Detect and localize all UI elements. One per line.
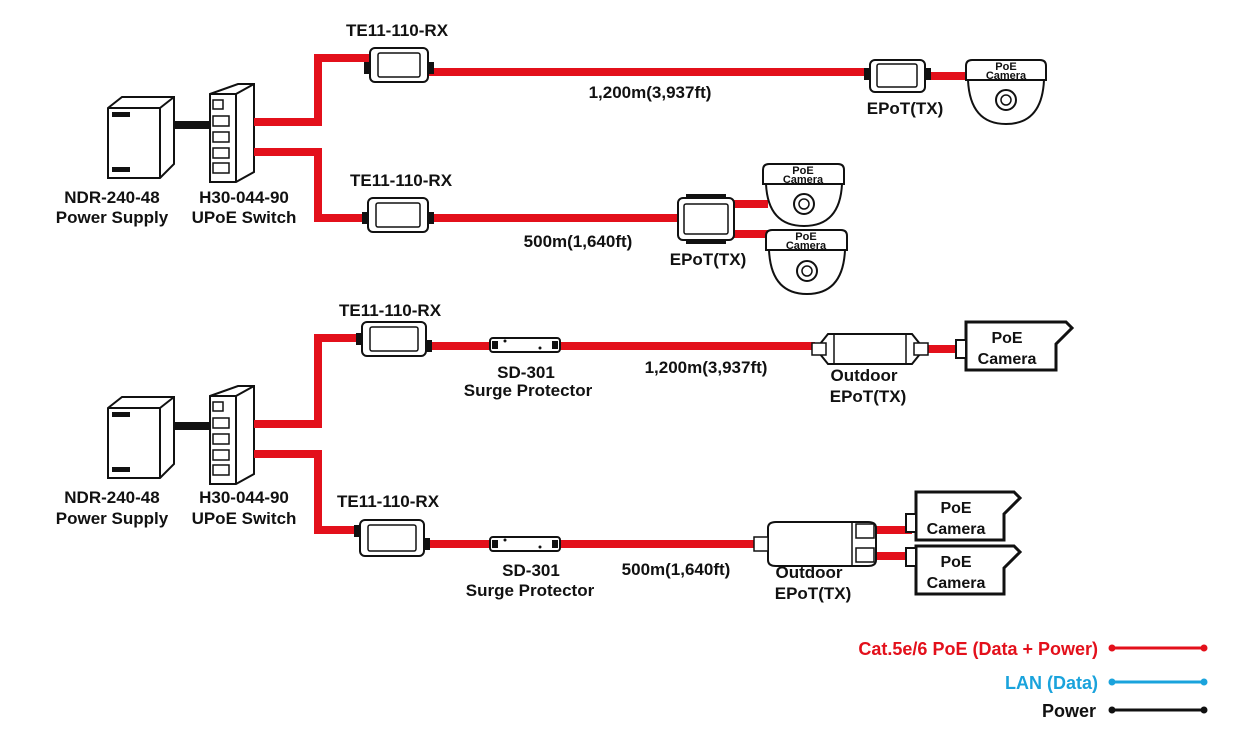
legend: Cat.5e/6 PoE (Data + Power) LAN (Data) P… [858, 639, 1208, 721]
upper-link1-rx-icon [364, 47, 434, 83]
upper-link2-camera-b-line1: PoE [795, 231, 816, 243]
lower-link1-distance: 1,200m(3,937ft) [645, 358, 768, 377]
lower-link1-surge-desc: Surge Protector [464, 381, 593, 400]
upper-link2-rx-icon [362, 197, 434, 233]
lower-link2-camera-a-line2: Camera [927, 521, 986, 538]
upper-link2-dome-camera-b-icon: PoE Camera [765, 229, 848, 296]
lower-link1-rx-label: TE11-110-RX [339, 301, 442, 320]
lower-power-cable [168, 422, 210, 430]
lower-link2-tx-line1: Outdoor [775, 563, 842, 582]
lower-link1-box-camera-icon: PoE Camera [955, 320, 1075, 372]
lower-link1-tx-line1: Outdoor [830, 366, 897, 385]
upper-link2-camera-a-line1: PoE [792, 165, 813, 177]
upper-link1-dome-camera-icon: PoE Camera [965, 59, 1047, 126]
upper-link1-camera-line2: Camera [986, 70, 1027, 82]
legend-lan-label: LAN (Data) [1005, 673, 1098, 693]
lower-link1-outdoor-tx-icon [811, 333, 929, 365]
upper-link2-camera-b-line2: Camera [786, 240, 827, 252]
upper-link1-tx-icon [864, 59, 931, 93]
lower-link2-surge-desc: Surge Protector [466, 581, 595, 600]
upper-link2-cable-a [254, 148, 368, 222]
upper-link1-rx-label: TE11-110-RX [346, 21, 449, 40]
lower-link1-camera-line1: PoE [991, 330, 1022, 347]
upper-link2-tx-icon [677, 194, 735, 244]
lower-link2-box-camera-a-icon: PoE Camera [905, 490, 1023, 542]
legend-poe-dot-right [1200, 644, 1208, 652]
lower-link1-tx-line2: EPoT(TX) [830, 387, 907, 406]
upper-switch-icon [209, 83, 255, 183]
lower-link2-cable-a [254, 450, 360, 534]
upper-ps-desc: Power Supply [56, 208, 169, 227]
upper-link2-rx-label: TE11-110-RX [350, 171, 453, 190]
legend-poe-dot-left [1108, 644, 1116, 652]
upper-link1-tx-label: EPoT(TX) [867, 99, 944, 118]
upper-switch-name: H30-044-90 [199, 188, 289, 207]
lower-power-supply-icon [107, 396, 175, 479]
lower-link1-surge-name: SD-301 [497, 363, 555, 382]
upper-link1-cable-a [254, 54, 370, 126]
upper-ps-name: NDR-240-48 [64, 188, 159, 207]
lower-link1-cable-a [254, 334, 362, 428]
upper-link2-tx-label: EPoT(TX) [670, 250, 747, 269]
lower-link2-rx-icon [354, 519, 430, 557]
upper-link2-camera-a-line2: Camera [783, 174, 824, 186]
legend-power-dot-right [1200, 706, 1208, 714]
lower-link2-camera-a-line1: PoE [940, 500, 971, 517]
upper-power-supply-icon [107, 96, 175, 179]
lower-ps-name: NDR-240-48 [64, 488, 159, 507]
lower-link2-tx-line2: EPoT(TX) [775, 584, 852, 603]
lower-link1-camera-line2: Camera [978, 351, 1037, 368]
upper-link2-dome-camera-a-icon: PoE Camera [762, 163, 845, 228]
upper-switch-desc: UPoE Switch [192, 208, 297, 227]
lower-link2-camera-b-line2: Camera [927, 575, 986, 592]
lower-link2-rx-label: TE11-110-RX [337, 492, 440, 511]
lower-link2-surge-protector-icon [489, 536, 561, 552]
lower-ps-desc: Power Supply [56, 509, 169, 528]
upper-link1-distance: 1,200m(3,937ft) [589, 83, 712, 102]
lower-link2-surge-name: SD-301 [502, 561, 560, 580]
lower-link1-rx-icon [356, 321, 432, 357]
lower-switch-icon [209, 385, 255, 485]
legend-power-dot-left [1108, 706, 1116, 714]
lower-link2-box-camera-b-icon: PoE Camera [905, 544, 1023, 596]
legend-lan-dot-right [1200, 678, 1208, 686]
lower-link2-distance: 500m(1,640ft) [622, 560, 731, 579]
upper-link2-distance: 500m(1,640ft) [524, 232, 633, 251]
lower-section: NDR-240-48 Power Supply H30-044-90 UPoE … [56, 301, 1075, 603]
lower-link1-surge-protector-icon [489, 337, 561, 353]
lower-switch-desc: UPoE Switch [192, 509, 297, 528]
upper-power-cable [168, 121, 210, 129]
lower-link2-outdoor-tx-icon [753, 521, 877, 567]
lower-link2-camera-b-line1: PoE [940, 554, 971, 571]
legend-poe-label: Cat.5e/6 PoE (Data + Power) [858, 639, 1098, 659]
lower-switch-name: H30-044-90 [199, 488, 289, 507]
upper-link1-camera-line1: PoE [995, 61, 1016, 73]
upper-section: NDR-240-48 Power Supply H30-044-90 UPoE … [56, 21, 1047, 296]
legend-power-label: Power [1042, 701, 1096, 721]
legend-lan-dot-left [1108, 678, 1116, 686]
